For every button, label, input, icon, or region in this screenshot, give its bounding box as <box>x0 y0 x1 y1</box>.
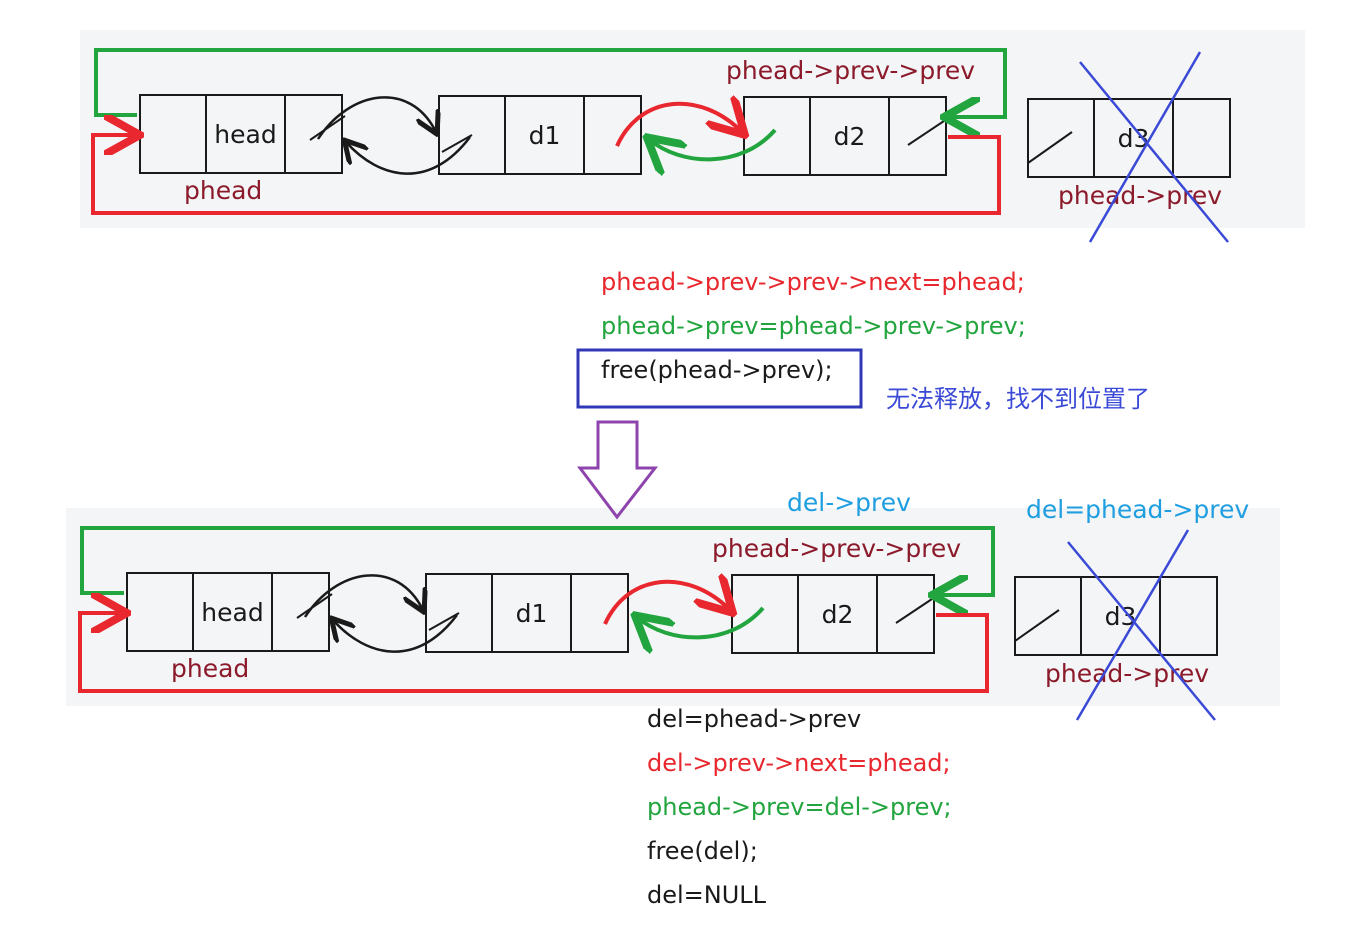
node-label: d2 <box>799 576 878 652</box>
label-phead: phead <box>171 654 250 683</box>
node-d3-top: d3 <box>1027 98 1231 178</box>
top-d1-to-head-arrow <box>346 136 471 175</box>
bottom-green-loop <box>80 526 995 595</box>
bottom-d1-to-head-arrow <box>333 614 458 653</box>
bottom-d3-cross-mark <box>1067 529 1216 721</box>
node-d3-bottom: d3 <box>1014 576 1218 656</box>
label-phead-prev-prev: phead->prev->prev <box>712 534 962 563</box>
prev-pointer-cell <box>1029 100 1095 176</box>
label-phead-prev: phead->prev <box>1058 181 1223 210</box>
top-head-to-d1-arrow <box>316 96 436 140</box>
node-d2-bottom: d2 <box>731 574 935 654</box>
label-phead-prev: phead->prev <box>1045 659 1210 688</box>
prev-pointer-cell <box>745 98 811 174</box>
code2-line1: del=phead->prev <box>647 705 862 733</box>
bottom-d2-to-d1-green-arrow <box>638 606 765 637</box>
node-d1-top: d1 <box>438 95 642 175</box>
top-red-loop <box>91 135 1001 215</box>
label-del-prev: del->prev <box>787 488 911 517</box>
top-d3-cross-mark <box>1079 51 1229 243</box>
node-head-top: head <box>139 94 343 174</box>
code1-line3: free(phead->prev); <box>601 356 833 384</box>
code2-line4: free(del); <box>647 837 758 865</box>
bottom-head-to-d1-arrow <box>303 574 423 618</box>
free-line-box <box>576 348 863 409</box>
prev-pointer-cell <box>733 576 799 652</box>
label-phead: phead <box>184 176 263 205</box>
node-label: d1 <box>506 97 585 173</box>
top-green-loop <box>94 48 1007 117</box>
code1-line1: phead->prev->prev->next=phead; <box>601 268 1025 296</box>
prev-pointer-cell <box>128 574 194 650</box>
top-d1-to-d2-red-arrow <box>615 104 742 147</box>
label-del-assign: del=phead->prev <box>1026 495 1250 524</box>
code1-note: 无法释放，找不到位置了 <box>886 385 1150 413</box>
prev-pointer-cell <box>427 575 493 651</box>
code2-line5: del=NULL <box>647 881 767 909</box>
label-phead-prev-prev: phead->prev->prev <box>726 56 976 85</box>
node-label: d1 <box>493 575 572 651</box>
node-label: head <box>207 96 286 172</box>
prev-pointer-cell <box>141 96 207 172</box>
top-d2-to-d1-green-arrow <box>650 128 777 159</box>
prev-pointer-cell <box>1016 578 1082 654</box>
node-head-bottom: head <box>126 572 330 652</box>
code2-line2: del->prev->next=phead; <box>647 749 951 777</box>
bottom-d1-to-d2-red-arrow <box>603 582 730 625</box>
node-label: d2 <box>811 98 890 174</box>
top-pointer-slashes <box>309 115 1073 164</box>
prev-pointer-cell <box>440 97 506 173</box>
bottom-red-loop <box>78 613 989 693</box>
node-label: head <box>194 574 273 650</box>
down-arrow-icon <box>576 420 659 520</box>
code2-line3: phead->prev=del->prev; <box>647 793 952 821</box>
code1-line2: phead->prev=phead->prev->prev; <box>601 312 1026 340</box>
node-d2-top: d2 <box>743 96 947 176</box>
